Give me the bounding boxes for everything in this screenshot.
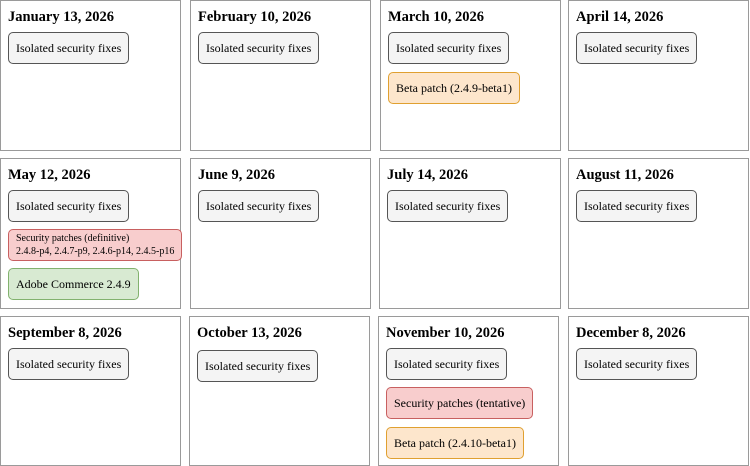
isolated-security-fixes-badge: Isolated security fixes [198,32,320,64]
month-cell-february: February 10, 2026 Isolated security fixe… [190,0,371,151]
month-date: November 10, 2026 [386,325,505,341]
month-cell-may: May 12, 2026 Isolated security fixes Sec… [0,158,183,309]
month-date: February 10, 2026 [198,9,312,25]
isolated-security-fixes-badge: Isolated security fixes [387,190,509,222]
month-cell-april: April 14, 2026 Isolated security fixes [568,0,749,151]
isolated-security-fixes-badge: Isolated security fixes [576,32,698,64]
security-patches-tentative-badge: Security patches (tentative) [386,387,534,419]
month-cell-january: January 13, 2026 Isolated security fixes [0,0,181,151]
month-date: April 14, 2026 [576,9,664,25]
isolated-security-fixes-badge: Isolated security fixes [388,32,510,64]
month-date: May 12, 2026 [8,167,91,183]
isolated-security-fixes-badge: Isolated security fixes [198,190,320,222]
month-cell-august: August 11, 2026 Isolated security fixes [568,158,749,309]
isolated-security-fixes-badge: Isolated security fixes [386,348,508,380]
month-cell-november: November 10, 2026 Isolated security fixe… [378,316,559,466]
month-date: June 9, 2026 [198,167,275,183]
beta-patch-badge: Beta patch (2.4.10-beta1) [386,427,524,459]
security-patches-versions: 2.4.8-p4, 2.4.7-p9, 2.4.6-p14, 2.4.5-p16 [16,246,175,257]
security-patches-definitive-badge: Security patches (definitive) 2.4.8-p4, … [8,229,183,261]
isolated-security-fixes-badge: Isolated security fixes [197,350,319,382]
security-patches-title: Security patches (definitive) [16,233,130,244]
month-date: March 10, 2026 [388,9,484,25]
month-date: December 8, 2026 [576,325,686,341]
month-date: January 13, 2026 [8,9,114,25]
month-cell-july: July 14, 2026 Isolated security fixes [379,158,561,309]
month-date: September 8, 2026 [8,325,122,341]
month-cell-march: March 10, 2026 Isolated security fixes B… [380,0,561,151]
month-date: August 11, 2026 [576,167,674,183]
isolated-security-fixes-badge: Isolated security fixes [576,348,698,380]
month-date: October 13, 2026 [197,325,302,341]
isolated-security-fixes-badge: Isolated security fixes [576,190,698,222]
isolated-security-fixes-badge: Isolated security fixes [8,348,130,380]
month-cell-june: June 9, 2026 Isolated security fixes [190,158,371,309]
isolated-security-fixes-badge: Isolated security fixes [8,190,130,222]
month-cell-december: December 8, 2026 Isolated security fixes [568,316,749,466]
month-cell-september: September 8, 2026 Isolated security fixe… [0,316,181,466]
adobe-commerce-release-badge: Adobe Commerce 2.4.9 [8,268,139,300]
beta-patch-badge: Beta patch (2.4.9-beta1) [388,72,520,104]
month-date: July 14, 2026 [387,167,468,183]
month-cell-october: October 13, 2026 Isolated security fixes [189,316,370,466]
isolated-security-fixes-badge: Isolated security fixes [8,32,130,64]
